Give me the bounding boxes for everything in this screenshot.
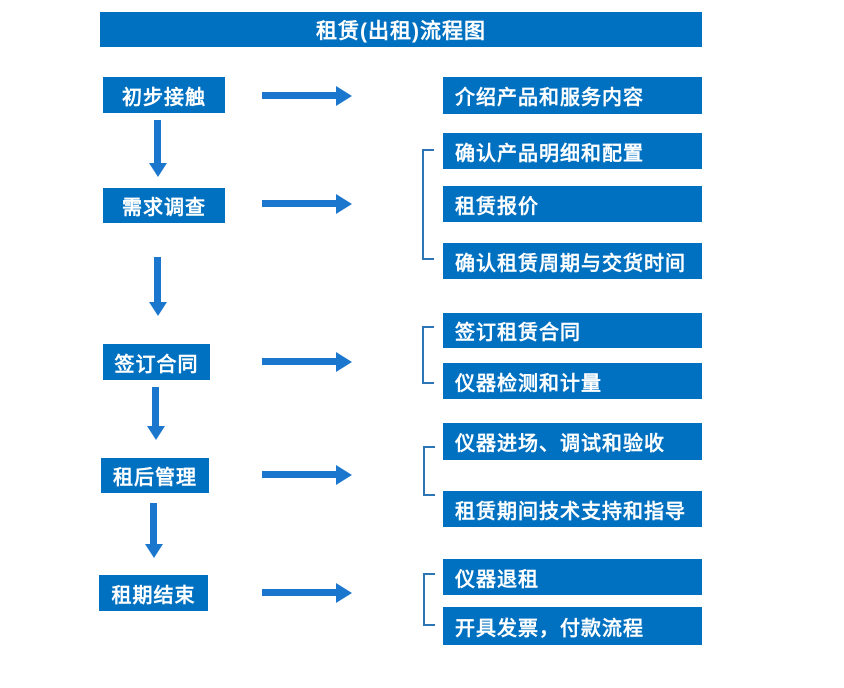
detail-instrument-return: 仪器退租 [443, 559, 702, 595]
step-demand-survey: 需求调查 [103, 188, 225, 223]
group-bracket-post-rental [423, 446, 435, 496]
step-initial-contact: 初步接触 [103, 77, 225, 113]
group-bracket-demand-survey [422, 149, 434, 260]
arrow-right-icon-4 [262, 471, 336, 478]
arrow-down-icon-1 [154, 120, 161, 163]
arrow-right-icon-1 [262, 92, 336, 99]
detail-instrument-setup-acceptance: 仪器进场、调试和验收 [443, 423, 702, 460]
step-sign-contract: 签订合同 [103, 344, 210, 380]
detail-invoice-payment: 开具发票，付款流程 [443, 607, 702, 645]
arrow-down-icon-4 [150, 503, 157, 544]
step-lease-end: 租期结束 [99, 575, 208, 611]
arrow-down-icon-3 [152, 387, 159, 426]
detail-technical-support: 租赁期间技术支持和指导 [443, 491, 702, 527]
detail-sign-rental-contract: 签订租赁合同 [443, 313, 702, 348]
detail-instrument-testing: 仪器检测和计量 [443, 363, 702, 399]
flowchart-title: 租赁(出租)流程图 [100, 12, 702, 47]
arrow-down-icon-2 [154, 257, 161, 302]
arrow-right-icon-5 [262, 589, 336, 596]
detail-rental-quotation: 租赁报价 [443, 186, 702, 222]
group-bracket-lease-end [423, 573, 435, 626]
detail-introduce-products: 介绍产品和服务内容 [443, 77, 702, 114]
group-bracket-sign-contract [422, 326, 434, 384]
detail-confirm-period-delivery: 确认租赁周期与交货时间 [443, 243, 702, 279]
step-post-rental-management: 租后管理 [101, 458, 209, 493]
arrow-right-icon-2 [262, 200, 336, 207]
detail-confirm-product-config: 确认产品明细和配置 [443, 133, 702, 169]
arrow-right-icon-3 [262, 358, 336, 365]
